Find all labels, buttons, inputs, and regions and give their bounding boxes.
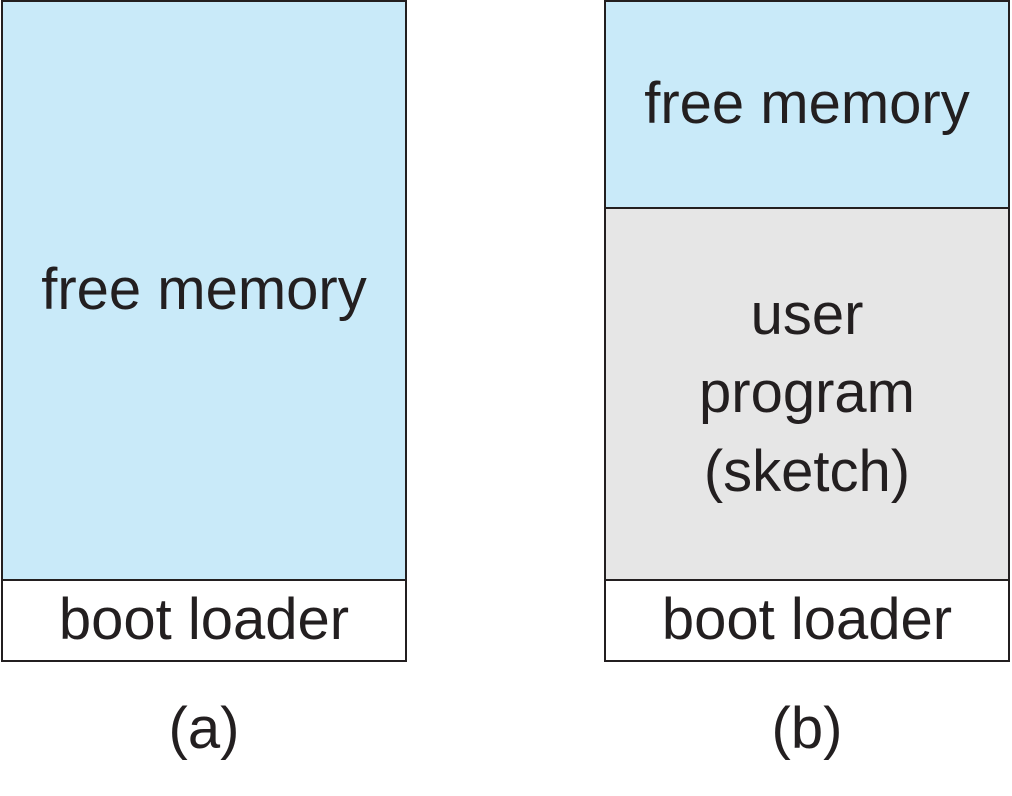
- region-label: boot loader: [58, 587, 350, 653]
- boot-loader-region: boot loader: [3, 579, 405, 660]
- free-memory-region: free memory: [3, 2, 405, 580]
- region-label: free memory: [644, 70, 970, 136]
- caption-b: (b): [771, 696, 843, 761]
- memory-layout-a: free memory boot loader: [1, 0, 407, 662]
- region-label: free memory: [41, 257, 367, 323]
- region-label: boot loader: [661, 587, 953, 653]
- boot-loader-region: boot loader: [606, 579, 1008, 660]
- user-program-region: user program (sketch): [606, 206, 1008, 580]
- free-memory-region: free memory: [606, 2, 1008, 207]
- region-label: user program (sketch): [699, 281, 915, 505]
- caption-a: (a): [168, 696, 240, 761]
- memory-layout-b: free memory user program (sketch) boot l…: [604, 0, 1010, 662]
